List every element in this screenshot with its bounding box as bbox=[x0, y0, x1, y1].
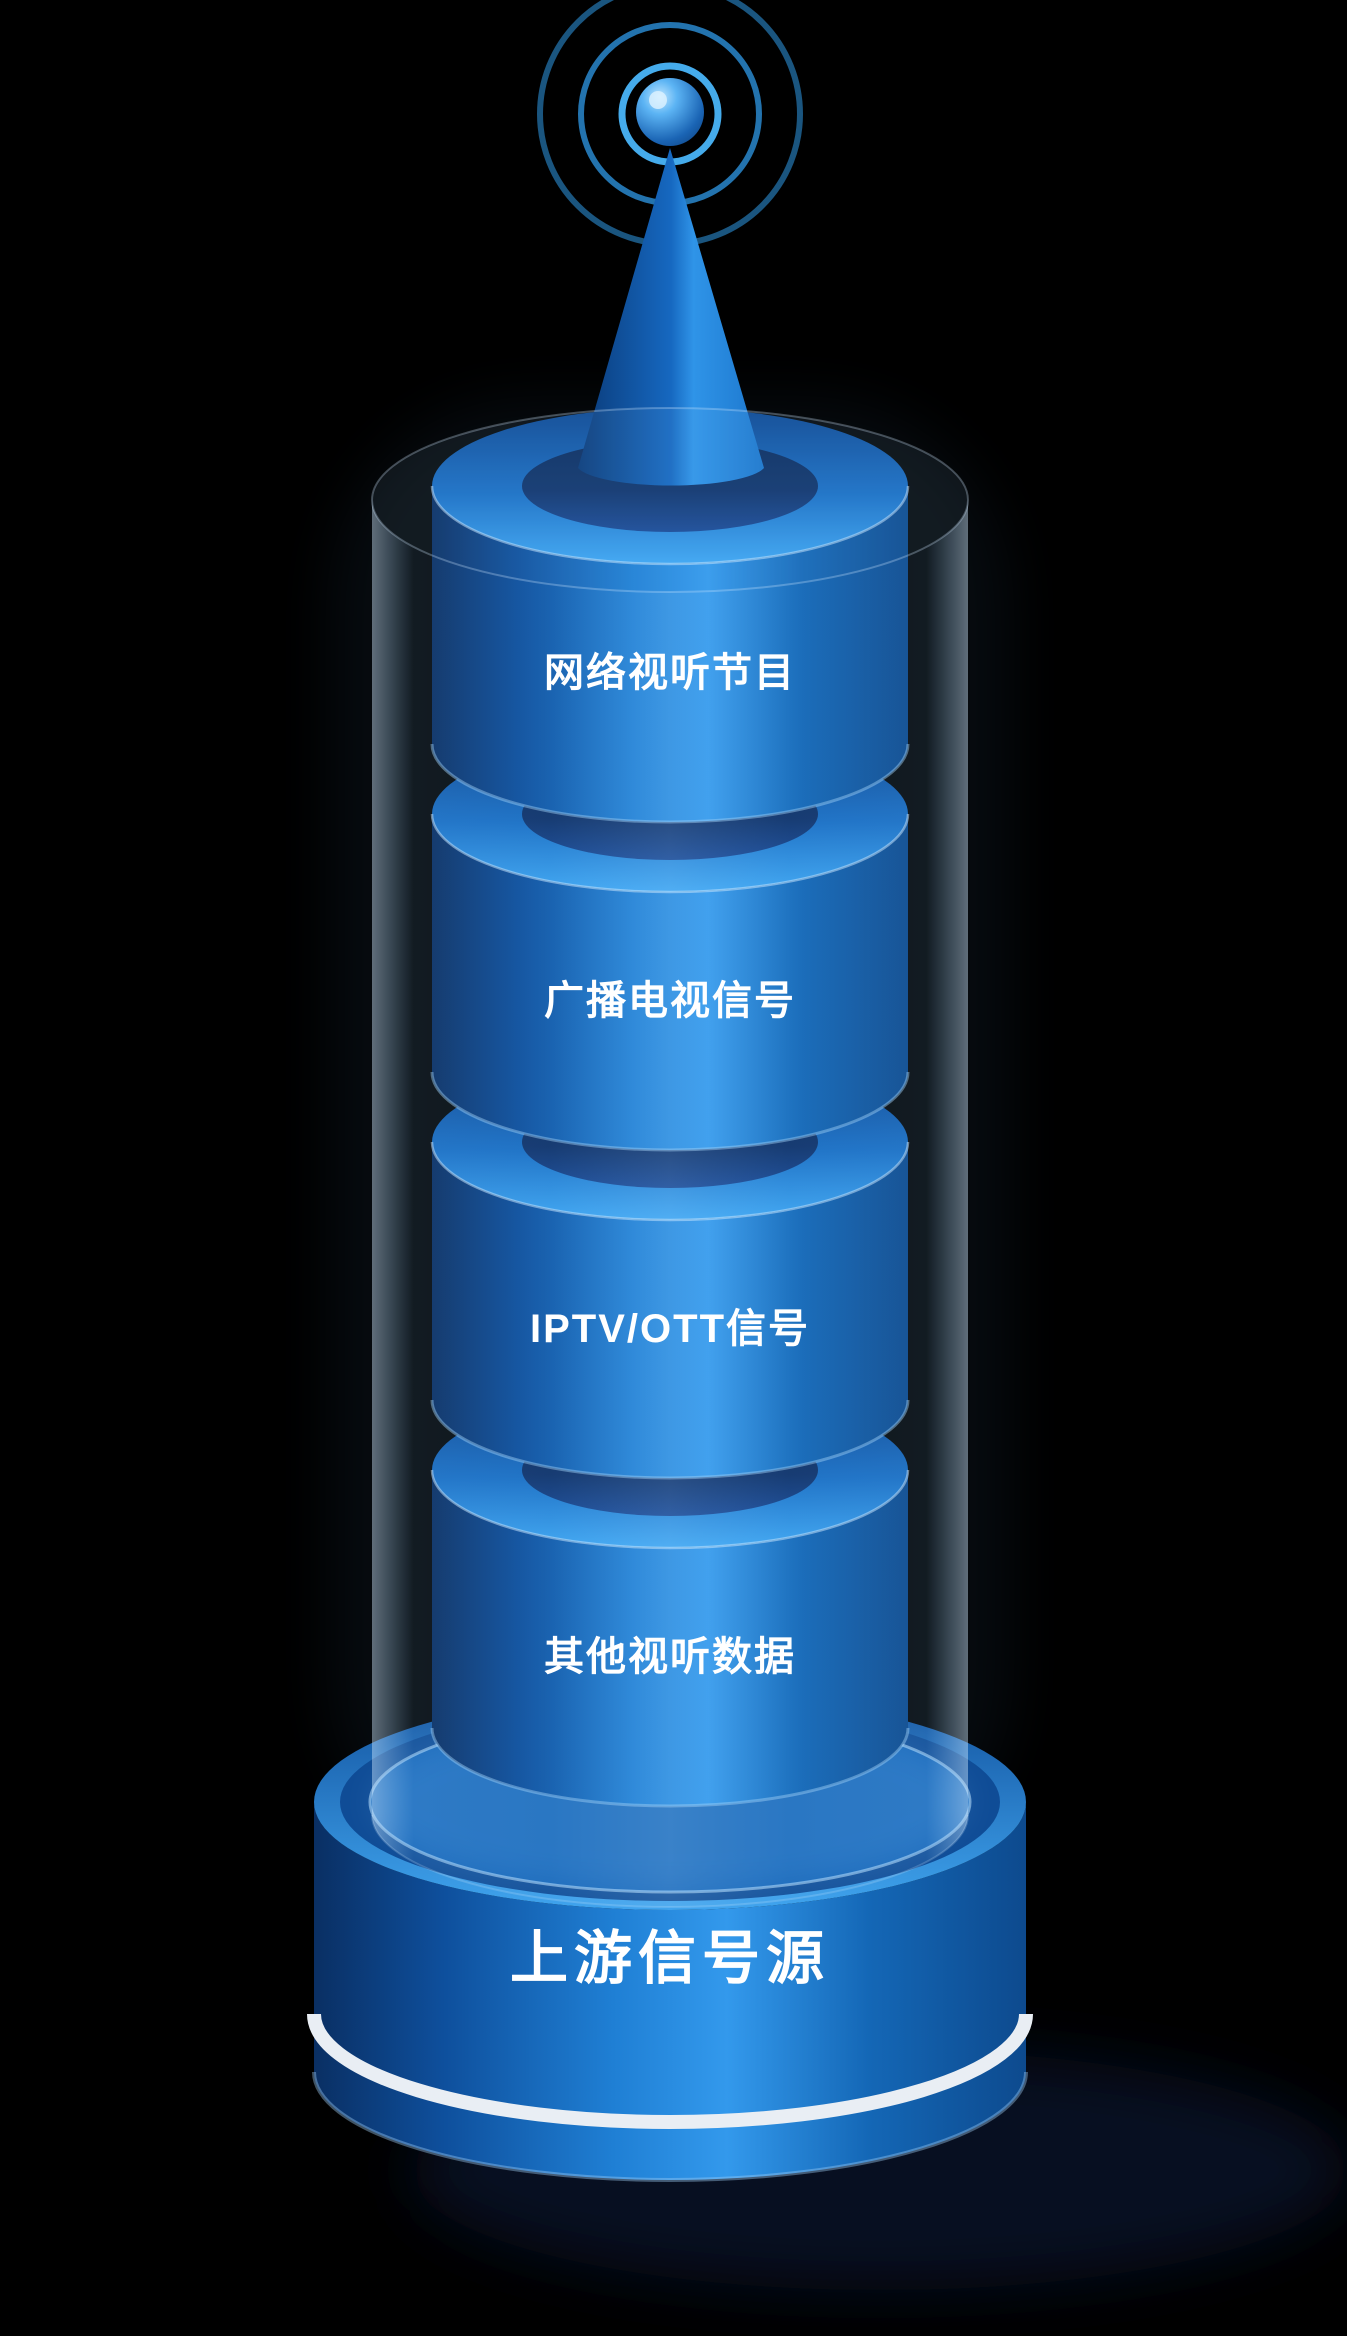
antenna-ball bbox=[636, 78, 704, 146]
layer-label-2: 广播电视信号 bbox=[544, 979, 796, 1023]
glass-top-rim bbox=[371, 407, 969, 593]
antenna-cone bbox=[578, 148, 764, 486]
glass-body bbox=[372, 500, 968, 1907]
glass-tube bbox=[371, 407, 969, 1908]
layer-label-1: 网络视听节目 bbox=[544, 650, 796, 695]
layer-label-4: 其他视听数据 bbox=[544, 1635, 796, 1679]
antenna-ball-highlight bbox=[649, 91, 667, 109]
glass-bottom-rim bbox=[371, 1814, 969, 1908]
broadcast-antenna-icon bbox=[578, 78, 764, 486]
layer-label-3: IPTV/OTT信号 bbox=[530, 1307, 810, 1351]
base-label: 上游信号源 bbox=[510, 1926, 830, 1991]
base-stripe bbox=[307, 2013, 1033, 2129]
base-body bbox=[314, 1802, 1026, 2180]
base-bottom-rim bbox=[312, 2071, 1028, 2182]
cylinder-top-rim bbox=[430, 485, 910, 566]
